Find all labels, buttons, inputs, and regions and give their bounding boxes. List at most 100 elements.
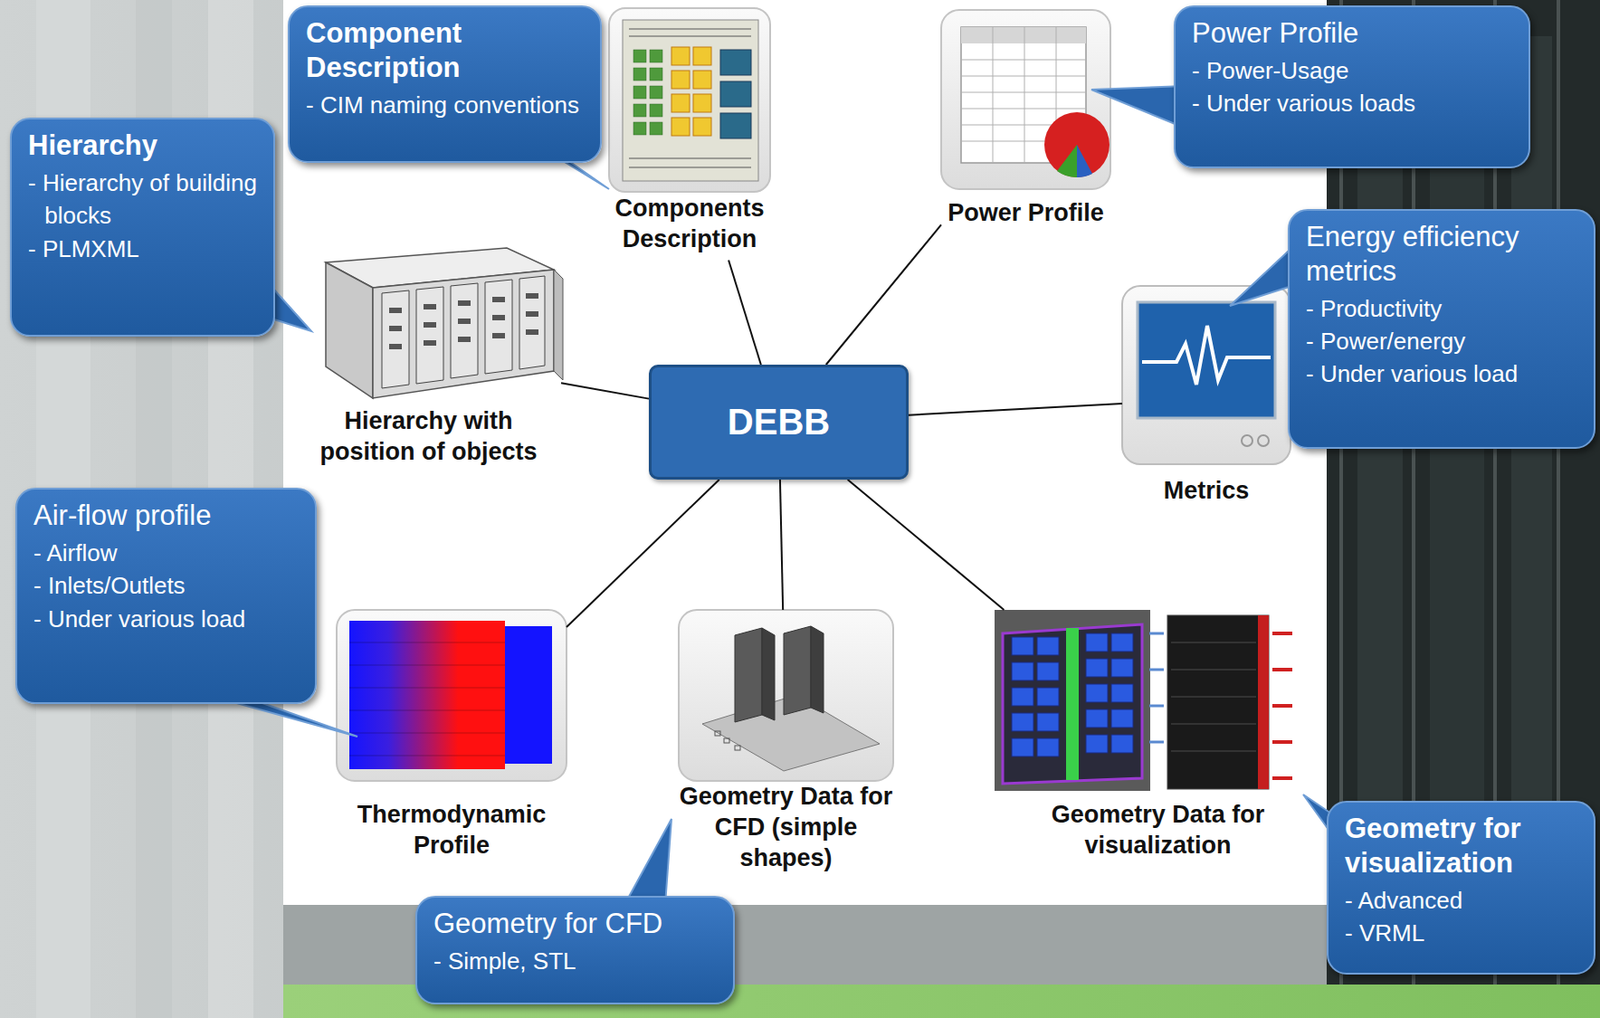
component-board-icon — [671, 47, 712, 136]
callout-heading: Power Profile — [1191, 16, 1515, 51]
callout-bullet: - Under various load — [1305, 357, 1580, 391]
container-hierarchy-illustration — [492, 333, 505, 339]
thermodynamic-profile-icon — [349, 642, 505, 756]
visualization-geometry-pictures — [1149, 741, 1164, 744]
component-board-icon — [693, 47, 712, 66]
visualization-geometry-pictures — [1272, 667, 1293, 672]
visualization-geometry-pictures — [1037, 738, 1059, 757]
visualization-geometry-pictures — [1085, 633, 1108, 652]
central-label: DEBB — [727, 401, 830, 443]
callout-heading: Geometry for CFD — [433, 906, 719, 942]
container-hierarchy-illustration — [381, 276, 545, 389]
thermodynamic-profile-icon — [349, 710, 505, 712]
thermodynamic-profile-icon — [349, 687, 505, 689]
monitor-icon — [1122, 285, 1291, 465]
component-board-icon — [633, 67, 647, 81]
icon-caption: Thermodynamic Profile — [336, 800, 567, 862]
spreadsheet-pie-icon — [1076, 144, 1093, 178]
visualization-geometry-pictures — [1171, 668, 1257, 671]
connector-line — [847, 479, 1005, 610]
callout-bullet: - Airflow — [33, 536, 301, 570]
icon-node: Geometry Data for CFD (simple shapes) — [678, 609, 894, 879]
component-board-icon — [633, 104, 647, 117]
container-hierarchy-illustration — [485, 279, 513, 374]
monitor-icon — [1122, 285, 1291, 465]
connector-line — [561, 382, 649, 399]
thermodynamic-profile-icon — [336, 609, 567, 781]
container-hierarchy-illustration — [423, 322, 437, 328]
visualization-geometry-pictures — [1037, 637, 1059, 656]
callout-bubble: Energy efficiency metrics- Productivity-… — [1287, 209, 1596, 449]
container-hierarchy-illustration — [381, 290, 410, 389]
callout-heading: Geometry for visualization — [1344, 811, 1580, 881]
component-board-icon — [649, 49, 663, 63]
callout-bullet: - PLMXML — [28, 232, 259, 266]
visualization-geometry-pictures — [1066, 628, 1079, 781]
container-hierarchy-illustration — [372, 269, 554, 399]
visualization-geometry-pictures — [1011, 687, 1034, 706]
visualization-geometry-pictures — [1149, 668, 1164, 672]
visualization-geometry-pictures — [1272, 633, 1293, 779]
icon-node: Power Profile — [941, 9, 1111, 235]
visualization-geometry-pictures — [1085, 658, 1108, 677]
component-board-icon — [628, 28, 752, 30]
cfd-geometry-icon — [723, 738, 730, 743]
container-hierarchy-illustration — [553, 269, 563, 381]
container-hierarchy-illustration — [525, 293, 539, 299]
container-hierarchy-illustration — [423, 340, 437, 346]
component-board-icon — [649, 122, 663, 135]
icon-caption: Hierarchy with position of objects — [295, 406, 562, 468]
container-hierarchy-illustration — [457, 336, 471, 343]
icon-node: Hierarchy with position of objects — [295, 245, 562, 474]
callout-bubble: Component Description- CIM naming conven… — [287, 5, 602, 163]
container-hierarchy-illustration — [389, 307, 402, 314]
callout-bubble: Hierarchy- Hierarchy of building blocks-… — [9, 117, 276, 337]
component-board-icon — [633, 49, 647, 63]
component-board-icon — [720, 49, 752, 139]
icon-caption: Components Description — [609, 193, 771, 256]
visualization-geometry-pictures — [1011, 738, 1034, 757]
component-board-icon — [628, 36, 752, 38]
spreadsheet-pie-icon — [1024, 27, 1026, 163]
thermodynamic-profile-icon — [349, 733, 505, 734]
callout-heading: Hierarchy — [28, 128, 259, 163]
component-board-icon — [649, 67, 663, 81]
thermodynamic-profile-icon — [349, 642, 505, 644]
thermodynamic-profile-icon — [336, 609, 567, 781]
visualization-geometry-pictures — [1037, 687, 1059, 706]
callout-heading: Air-flow profile — [33, 498, 301, 534]
container-hierarchy-illustration — [525, 329, 539, 335]
visualization-geometry-pictures — [1272, 704, 1293, 708]
component-board-icon — [622, 19, 759, 181]
icon-node: Thermodynamic Profile — [336, 609, 567, 867]
component-board-icon — [649, 104, 663, 117]
visualization-geometry-pictures — [994, 609, 1151, 791]
icon-caption: Power Profile — [941, 198, 1111, 229]
visualization-geometry-pictures — [1149, 632, 1164, 636]
callout-bubble: Geometry for CFD- Simple, STL — [415, 895, 735, 1005]
callout-bubble: Power Profile- Power-Usage- Under variou… — [1173, 5, 1531, 169]
visualization-geometry-pictures — [1037, 713, 1059, 732]
icon-caption: Geometry Data for CFD (simple shapes) — [678, 781, 894, 874]
callout-bullet: - Power-Usage — [1191, 54, 1515, 87]
container-hierarchy-illustration — [325, 262, 373, 399]
component-board-icon — [693, 70, 712, 89]
component-board-icon — [720, 113, 752, 139]
photo-background — [283, 0, 1327, 905]
cfd-geometry-icon — [810, 626, 824, 714]
visualization-geometry-pictures — [1272, 631, 1293, 636]
central-box: DEBB — [648, 364, 909, 480]
callout-bubble: Air-flow profile- Airflow- Inlets/Outlet… — [15, 487, 317, 705]
callout-bullet: - Advanced — [1344, 884, 1580, 917]
component-board-icon — [633, 122, 647, 135]
icon-node: Geometry Data for visualization — [994, 609, 1322, 867]
cfd-geometry-icon — [734, 628, 762, 723]
component-board-icon — [671, 47, 690, 66]
component-board-icon — [720, 49, 752, 76]
container-hierarchy-illustration — [525, 311, 539, 317]
callout-bullet: - CIM naming conventions — [305, 88, 586, 122]
spreadsheet-pie-icon — [961, 76, 1086, 77]
monitor-icon — [1142, 325, 1271, 385]
